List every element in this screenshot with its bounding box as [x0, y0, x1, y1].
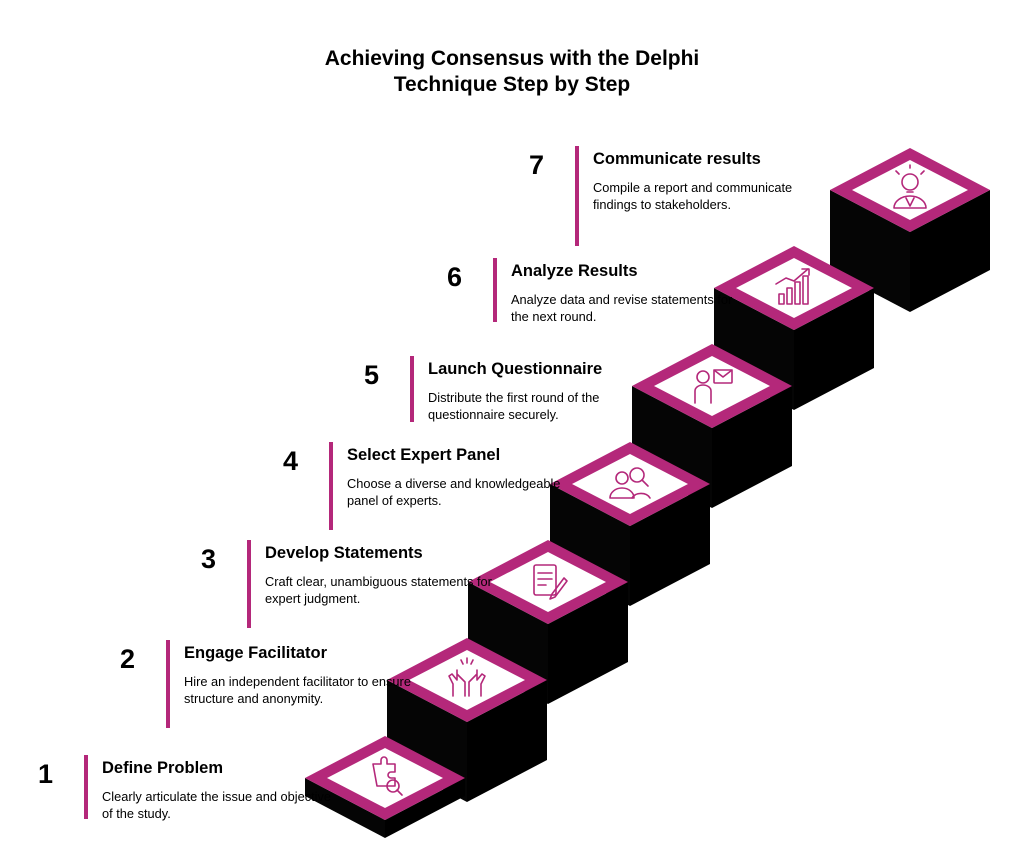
stair-top-inner-6	[736, 258, 852, 318]
step-accent-bar	[410, 356, 414, 422]
step-number: 4	[283, 446, 299, 476]
step-title: Communicate results	[593, 150, 761, 168]
step-accent-bar	[493, 258, 497, 322]
step-description: Clearly articulate the issue and objecti…	[102, 789, 332, 821]
step-accent-bar	[166, 640, 170, 728]
stair-top-inner-3	[490, 552, 606, 612]
step-number: 3	[201, 544, 217, 574]
step-number: 5	[364, 360, 380, 390]
high-five-icon	[448, 657, 486, 697]
step-description: Craft clear, unambiguous statements for …	[265, 574, 492, 606]
step-number: 2	[120, 644, 136, 674]
stair-top-inner-5	[654, 356, 770, 416]
idea-person-icon	[893, 164, 927, 209]
step-number: 6	[447, 262, 463, 292]
title-line-1: Achieving Consensus with the Delphi	[324, 47, 700, 70]
step-description: Distribute the first round of the questi…	[428, 390, 600, 422]
step-accent-bar	[84, 755, 88, 819]
step-number: 7	[529, 150, 545, 180]
step-number: 1	[38, 759, 54, 789]
step-description: Analyze data and revise statements for t…	[511, 292, 733, 324]
stair-block-1	[305, 736, 465, 838]
step-title: Launch Questionnaire	[428, 360, 603, 378]
step-title: Analyze Results	[511, 262, 638, 280]
stair-top-inner-4	[572, 454, 688, 514]
step-description: Choose a diverse and knowledgeable panel…	[347, 476, 561, 508]
puzzle-search-icon	[372, 756, 403, 796]
step-title: Develop Statements	[265, 544, 423, 562]
step-accent-bar	[575, 146, 579, 246]
growth-chart-icon	[775, 268, 810, 305]
step-description: Compile a report and communicate finding…	[593, 180, 793, 212]
stair-top-inner-1	[327, 748, 443, 808]
person-mail-icon	[694, 369, 733, 404]
stair-block-6	[714, 246, 874, 410]
step-accent-bar	[329, 442, 333, 530]
step-title: Define Problem	[102, 759, 224, 777]
document-writing-icon	[533, 564, 568, 600]
page-title: Achieving Consensus with the Delphi Tech…	[262, 46, 762, 98]
step-title: Engage Facilitator	[184, 644, 328, 662]
title-line-2: Technique Step by Step	[393, 73, 631, 96]
step-accent-bar	[247, 540, 251, 628]
step-description: Hire an independent facilitator to ensur…	[184, 674, 411, 706]
people-search-icon	[609, 467, 651, 499]
step-title: Select Expert Panel	[347, 446, 501, 464]
stair-top-inner-2	[409, 650, 525, 710]
stair-block-7	[830, 148, 990, 312]
